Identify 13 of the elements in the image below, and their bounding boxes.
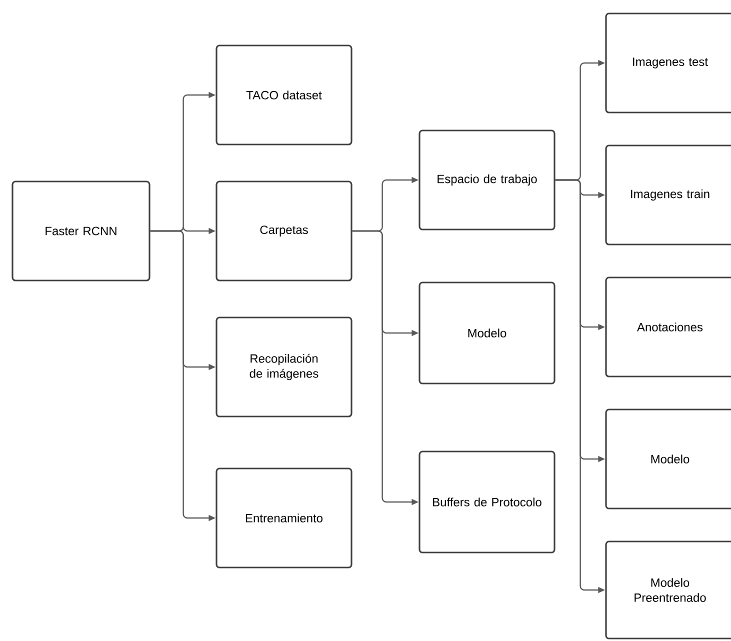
process-box: Entrenamiento [216, 468, 352, 568]
process-box: Recopilación de imágenes [216, 316, 352, 418]
process-box: Imagenes test [605, 12, 731, 114]
process-box: Espacio de trabajo [418, 130, 556, 230]
process-box: Imagenes train [605, 144, 731, 246]
process-box: Buffers de Protocolo [418, 450, 556, 554]
process-box: TACO dataset [216, 44, 352, 146]
process-box: Modelo Preentrenado [605, 540, 731, 640]
process-box: Modelo [418, 282, 556, 384]
process-box: Modelo [605, 408, 731, 510]
process-box: Faster RCNN [12, 180, 150, 282]
process-box: Anotaciones [605, 276, 731, 378]
process-box: Carpetas [216, 180, 352, 282]
